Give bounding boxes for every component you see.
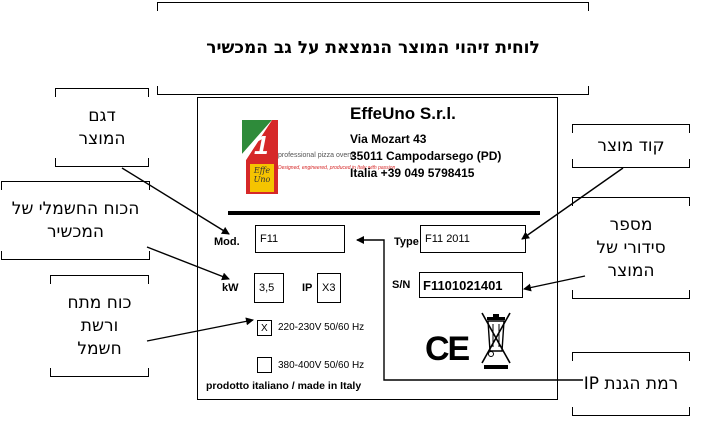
mod-label: Mod. [214, 236, 240, 248]
mod-field: F11 [255, 225, 345, 253]
sn-label: S/N [392, 279, 411, 291]
diagram-title: לוחית זיהוי המוצר הנמצאת על גב המכשיר [206, 38, 540, 58]
type-label: Type [394, 236, 419, 248]
logo-letters: Effe Uno [253, 166, 271, 184]
callout-product-code-text: קוד מוצר [597, 135, 665, 156]
ip-field: X3 [317, 273, 341, 303]
product-plate: 1 Effe Uno professional pizza ovens Desi… [197, 97, 558, 400]
logo-tagline: professional pizza ovens [278, 152, 355, 159]
arrow-power [146, 246, 230, 281]
address-line-3: Italia +39 049 5798415 [350, 166, 475, 180]
sn-field: F1101021401 [419, 272, 523, 298]
arrow-model [121, 167, 230, 235]
ce-mark: CE [425, 330, 470, 368]
callout-serial-text: מספר סידורי של המוצר [596, 214, 666, 281]
option-380-checkbox [257, 357, 272, 373]
option-220-label: 220-230V 50/60 Hz [278, 322, 365, 333]
callout-model-text: דגם המוצר [78, 105, 126, 149]
option-220-checkbox: X [257, 320, 272, 336]
callout-power-text: הכוח החשמלי של המכשיר [11, 198, 140, 242]
address-line-2: 35011 Campodarsego (PD) [350, 149, 502, 163]
type-field: F11 2011 [420, 225, 526, 253]
callout-product-code: קוד מוצר [572, 124, 690, 168]
callout-ip: רמת הגנת IP [572, 352, 690, 416]
callout-power: הכוח החשמלי של המכשיר [1, 181, 150, 260]
effeuno-logo: 1 Effe Uno [242, 120, 278, 194]
plate-divider [228, 211, 540, 215]
callout-model: דגם המוצר [55, 88, 149, 167]
weee-bin-icon [480, 311, 512, 375]
callout-serial: מספר סידורי של המוצר [572, 197, 690, 299]
kw-label: kW [222, 282, 239, 294]
callout-ip-text: רמת הגנת IP [583, 373, 679, 394]
callout-voltage-text: כוח מתח ורשת חשמל [67, 292, 132, 359]
title-callout: לוחית זיהוי המוצר הנמצאת על גב המכשיר [157, 2, 589, 95]
callout-voltage: כוח מתח ורשת חשמל [50, 275, 149, 377]
arrow-serial [523, 275, 586, 292]
kw-field: 3,5 [254, 273, 284, 303]
company-name: EffeUno S.r.l. [350, 104, 456, 123]
ip-label: IP [302, 282, 313, 294]
plate-footer: prodotto italiano / made in Italy [206, 380, 362, 392]
logo-slogan: Designed, engineered, produced in Italy … [278, 165, 396, 171]
arrow-product-code [521, 167, 624, 240]
address-line-1: Via Mozart 43 [350, 132, 427, 146]
arrow-ip [356, 236, 583, 381]
option-380-label: 380-400V 50/60 Hz [278, 360, 365, 371]
arrow-voltage [146, 317, 254, 342]
logo-digit: 1 [254, 130, 269, 160]
